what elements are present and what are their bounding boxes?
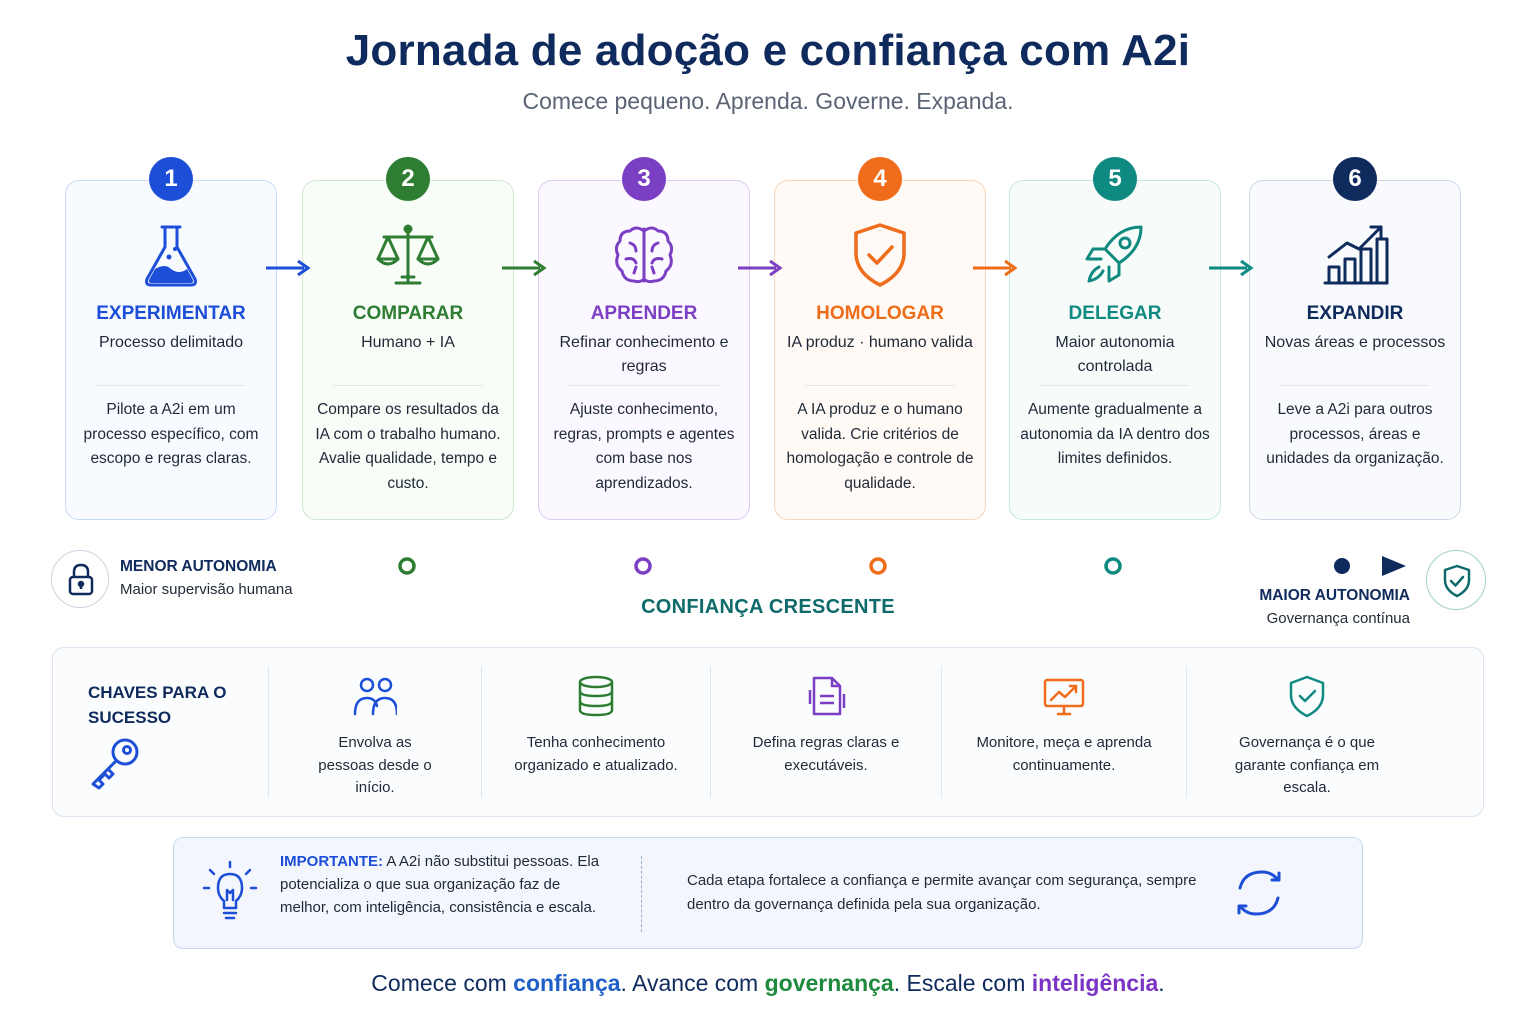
key-item-text: Monitore, meça e aprenda continuamente. — [976, 734, 1152, 774]
track-marker — [398, 557, 416, 575]
step-card-expandir: 6 EXPANDIR Novas áreas e processos Leve … — [1249, 157, 1461, 520]
step-title: COMPARAR — [352, 303, 464, 324]
step-title: HOMOLOGAR — [816, 303, 944, 324]
step-subtitle: Processo delimitado — [98, 334, 244, 351]
key-icon — [91, 738, 139, 790]
step-card-experimentar: 1 EXPERIMENTAR Processo delimitado Pilot… — [65, 157, 277, 520]
arrow-right-icon — [973, 259, 1018, 277]
step-title: DELEGAR — [1068, 303, 1162, 324]
progress-note-text: Cada etapa fortalece a confiança e permi… — [687, 872, 1197, 913]
step-subtitle: Maior autonomia controlada — [1055, 334, 1175, 375]
tagline-word-governanca: governança — [764, 970, 894, 996]
track-marker — [869, 557, 887, 575]
tagline-word-inteligencia: inteligência — [1031, 970, 1159, 996]
key-item-people: Envolva as pessoas desde o início. — [269, 648, 481, 818]
track-marker — [1334, 558, 1350, 574]
document-rules-icon — [808, 676, 846, 716]
important-text: IMPORTANTE: A A2i não substitui pessoas.… — [280, 853, 600, 916]
autonomy-high-subtitle: Governança contínua — [1266, 610, 1410, 627]
confidence-label: CONFIANÇA CRESCENTE — [641, 596, 895, 618]
brain-icon — [608, 219, 680, 291]
shield-check-icon — [1443, 564, 1471, 598]
step-number-badge: 5 — [1093, 157, 1137, 201]
keys-title: CHAVES PARA O SUCESSO — [88, 683, 227, 727]
shield-check-icon — [1289, 675, 1325, 718]
key-item-text: Defina regras claras e executáveis. — [752, 734, 900, 774]
arrow-right-icon — [266, 259, 311, 277]
key-item-text: Governança é o que garante confiança em … — [1234, 734, 1380, 796]
autonomy-low-subtitle: Maior supervisão humana — [120, 581, 293, 598]
step-divider — [1280, 385, 1430, 386]
arrow-right-icon — [1209, 259, 1254, 277]
step-subtitle: IA produz · humano valida — [787, 334, 973, 351]
step-card-comparar: 2 COMPARAR Humano + IA Compare os result… — [302, 157, 514, 520]
keys-to-success-panel: CHAVES PARA O SUCESSO Envolva as pessoas… — [52, 647, 1484, 817]
page-subtitle: Comece pequeno. Aprenda. Governe. Expand… — [522, 88, 1014, 114]
column-divider — [1186, 666, 1187, 798]
step-number-badge: 1 — [149, 157, 193, 201]
autonomy-low-title: MENOR AUTONOMIA — [120, 558, 277, 575]
governance-badge — [1426, 550, 1486, 610]
track-marker — [1104, 557, 1122, 575]
key-item-text: Envolva as pessoas desde o início. — [318, 734, 432, 796]
refresh-cycle-icon — [1237, 870, 1281, 916]
flask-icon — [135, 219, 207, 291]
key-item-knowledge: Tenha conhecimento organizado e atualiza… — [482, 648, 710, 818]
step-description: Compare os resultados da IA com o trabal… — [315, 401, 501, 492]
column-divider — [481, 666, 482, 798]
people-icon — [353, 677, 397, 716]
step-card-aprender: 3 APRENDER Refinar conhecimento e regras… — [538, 157, 750, 520]
step-title: EXPANDIR — [1306, 303, 1404, 324]
step-subtitle: Humano + IA — [361, 334, 455, 351]
database-icon — [578, 675, 614, 717]
autonomy-high-title: MAIOR AUTONOMIA — [1259, 587, 1410, 604]
step-title: APRENDER — [590, 303, 698, 324]
step-divider — [333, 385, 483, 386]
step-divider — [96, 385, 246, 386]
scale-icon — [372, 219, 444, 291]
tagline: Comece com confiança. Avance com governa… — [371, 970, 1165, 996]
lock-icon — [68, 563, 94, 596]
step-subtitle: Novas áreas e processos — [1264, 334, 1446, 351]
step-number-badge: 6 — [1333, 157, 1377, 201]
important-note: IMPORTANTE: A A2i não substitui pessoas.… — [173, 837, 1363, 949]
growth-chart-icon — [1319, 219, 1391, 291]
step-card-homologar: 4 HOMOLOGAR IA produz · humano valida A … — [774, 157, 986, 520]
step-divider — [1040, 385, 1190, 386]
step-divider — [569, 385, 719, 386]
confidence-track — [296, 556, 1406, 576]
arrow-right-icon — [502, 259, 547, 277]
step-card-delegar: 5 DELEGAR Maior autonomia controlada Aum… — [1009, 157, 1221, 520]
tagline-word-confianca: confiança — [513, 970, 621, 996]
page-title: Jornada de adoção e confiança com A2i — [345, 26, 1191, 75]
key-item-text: Tenha conhecimento organizado e atualiza… — [514, 734, 678, 774]
rocket-icon — [1079, 219, 1151, 291]
step-description: A IA produz e o humano valida. Crie crit… — [786, 401, 974, 492]
dashed-divider — [641, 856, 642, 932]
step-description: Aumente gradualmente a autonomia da IA d… — [1020, 401, 1210, 467]
step-description: Pilote a A2i em um processo específico, … — [83, 401, 259, 467]
step-number-badge: 2 — [386, 157, 430, 201]
step-number-badge: 3 — [622, 157, 666, 201]
column-divider — [941, 666, 942, 798]
lightbulb-icon — [202, 860, 258, 920]
step-description: Ajuste conhecimento, regras, prompts e a… — [553, 401, 735, 492]
column-divider — [268, 666, 269, 798]
key-item-governance: Governança é o que garante confiança em … — [1187, 648, 1427, 818]
column-divider — [710, 666, 711, 798]
step-number-badge: 4 — [858, 157, 902, 201]
step-subtitle: Refinar conhecimento e regras — [559, 334, 729, 375]
step-description: Leve a A2i para outros processos, áreas … — [1266, 401, 1444, 467]
step-divider — [805, 385, 955, 386]
step-title: EXPERIMENTAR — [96, 303, 246, 324]
important-label: IMPORTANTE: — [280, 853, 384, 870]
track-marker — [634, 557, 652, 575]
arrow-right-icon — [738, 259, 783, 277]
shield-check-icon — [844, 219, 916, 291]
lock-badge — [51, 550, 109, 608]
key-item-monitor: Monitore, meça e aprenda continuamente. — [942, 648, 1186, 818]
key-item-rules: Defina regras claras e executáveis. — [711, 648, 941, 818]
monitor-chart-icon — [1043, 678, 1085, 716]
